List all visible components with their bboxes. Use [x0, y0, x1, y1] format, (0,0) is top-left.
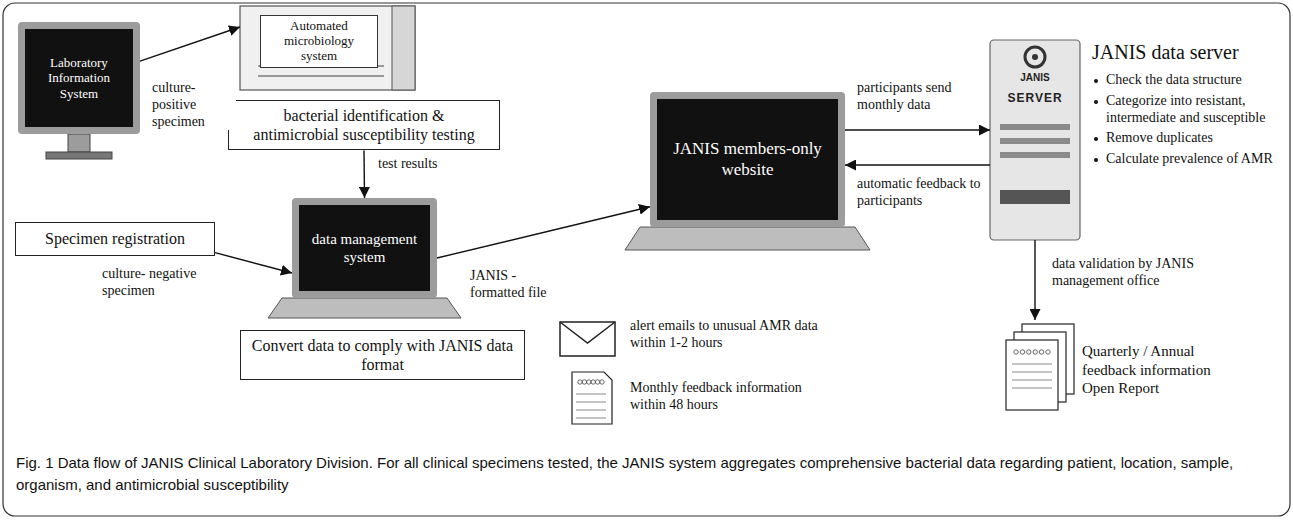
server-body	[990, 40, 1080, 240]
bullet-item: Remove duplicates	[1092, 130, 1286, 147]
note-text: alert emails to unusual AMR data within …	[630, 318, 845, 352]
document-dot	[1014, 350, 1018, 354]
node-text: Specimen registration	[45, 229, 185, 248]
process-box: bacterial identification & antimicrobial…	[228, 100, 500, 150]
bullet-item: Check the data structure	[1092, 72, 1286, 89]
envelope-icon	[560, 322, 615, 356]
server-logo	[1032, 54, 1038, 60]
node-text: SERVER	[1007, 91, 1062, 105]
flow-arrow	[215, 253, 292, 273]
edge-label: JANIS - formatted file	[468, 268, 567, 302]
document-dot	[1027, 350, 1031, 354]
monitor-stand	[46, 134, 112, 159]
figure-caption: Fig. 1 Data flow of JANIS Clinical Labor…	[16, 452, 1274, 496]
computer-screen: Laboratory Information System	[18, 22, 140, 134]
document-line	[1012, 372, 1052, 373]
document-dot	[1033, 350, 1037, 354]
server-title: JANIS data server	[1092, 40, 1287, 64]
process-box: Convert data to comply with JANIS data f…	[240, 330, 525, 380]
monitor-base	[46, 152, 112, 159]
server-stripe	[1000, 138, 1070, 144]
flow-arrow	[845, 164, 990, 165]
report-documents: Quarterly / Annual feedback information …	[1000, 320, 1270, 420]
flow-arrow	[437, 207, 650, 258]
node-text: JANIS members-only website	[663, 139, 832, 180]
monitor-neck	[68, 134, 90, 152]
document-dot	[578, 380, 582, 384]
bullet-list: Check the data structureCategorize into …	[1092, 72, 1286, 172]
edge-label: culture- negative specimen	[100, 266, 204, 300]
document-dot	[591, 380, 595, 384]
envelope-outline	[560, 322, 615, 356]
document-dot	[600, 380, 604, 384]
node-text: JANIS	[1020, 72, 1049, 83]
figure-frame	[3, 3, 1290, 516]
envelope-flap	[560, 322, 615, 343]
document-page	[572, 372, 612, 424]
server-logo	[1025, 47, 1045, 67]
document-dot	[1020, 350, 1024, 354]
node-text: Convert data to comply with JANIS data f…	[251, 336, 514, 374]
report-marks	[1012, 350, 1052, 388]
node-text: Quarterly / Annual feedback information …	[1082, 342, 1232, 398]
document-line	[576, 402, 606, 403]
node-text: Automated microbiology system	[260, 15, 378, 68]
document-line	[576, 394, 606, 395]
document-dot	[1039, 350, 1043, 354]
server-housing	[990, 40, 1080, 240]
bullet-item: Categorize into resistant, intermediate …	[1092, 93, 1286, 127]
flow-arrow	[140, 27, 240, 61]
bullet-item: Calculate prevalence of AMR	[1092, 151, 1286, 168]
laptop-screen: JANIS members-only website	[650, 92, 845, 227]
document-dot	[1046, 350, 1050, 354]
document-line	[576, 410, 606, 411]
document-icon	[572, 372, 612, 424]
flow-arrow	[1034, 240, 1035, 320]
laptop-screen: data management system	[292, 198, 437, 298]
document-marks	[576, 380, 606, 418]
analyzer-slot	[258, 75, 384, 77]
server-bay	[1000, 190, 1070, 204]
flow-arrow	[845, 129, 990, 130]
document-line	[576, 418, 606, 419]
analyzer-side-panel	[392, 6, 415, 90]
document-dot	[595, 380, 599, 384]
laptop-base	[625, 227, 870, 250]
edge-label: culture- positive specimen	[150, 80, 236, 130]
edge-label: automatic feedback to participants	[855, 176, 989, 210]
edge-label: participants send monthly data	[855, 80, 989, 114]
server-stripe	[1000, 124, 1070, 130]
node-text: data management system	[305, 230, 424, 266]
flow-arrow	[363, 150, 365, 198]
document-line	[1012, 364, 1052, 365]
analyzer-housing	[240, 6, 415, 90]
document-line	[1012, 388, 1052, 389]
process-box: Specimen registration	[15, 222, 215, 256]
laptop-base	[268, 298, 461, 318]
note-text: Monthly feedback information within 48 h…	[630, 380, 825, 414]
node-text: Laboratory Information System	[31, 55, 127, 102]
server-icon: JANIS SERVER	[990, 40, 1080, 240]
server-stripe	[1000, 152, 1070, 158]
node-text: bacterial identification & antimicrobial…	[239, 106, 489, 144]
document-dot	[582, 380, 586, 384]
analyzer-body	[240, 6, 415, 90]
document-line	[1012, 380, 1052, 381]
analyzer-machine: Automated microbiology system	[240, 6, 415, 90]
report-page	[1006, 340, 1058, 410]
edge-label: test results	[376, 156, 440, 173]
document-dot	[587, 380, 591, 384]
report-stack-icon	[1006, 324, 1074, 410]
edge-label: data validation by JANIS management offi…	[1050, 256, 1269, 290]
